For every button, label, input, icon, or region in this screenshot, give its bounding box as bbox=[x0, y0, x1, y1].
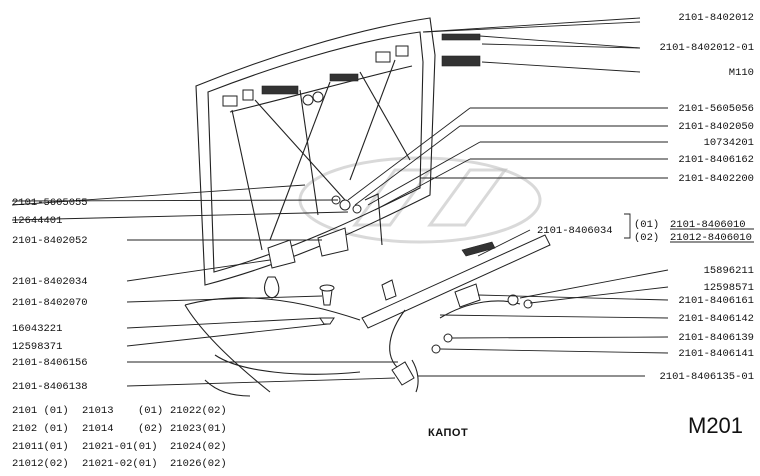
model-cell: 2102 (01) bbox=[12, 423, 69, 435]
part-label: 2101-8402200 bbox=[678, 173, 754, 185]
model-cell: 21021-02(01) bbox=[82, 458, 158, 470]
left-part-labels: 2101-5605055 12644401 2101-8402052 2101-840… bbox=[12, 197, 88, 393]
part-label: 16043221 bbox=[12, 323, 62, 335]
model-cell: 21023(01) bbox=[170, 423, 227, 435]
center-part-label: 2101-8406034 bbox=[537, 225, 613, 237]
applicability-table: 2101 (01) 21013 (01) 21022(02) 2102 (01) 2101… bbox=[12, 405, 227, 470]
model-cell: (02) bbox=[138, 423, 163, 435]
variant-part: 2101-8406010 bbox=[670, 219, 746, 231]
insulation-pads bbox=[441, 33, 481, 67]
part-label: 2101-8402034 bbox=[12, 276, 88, 288]
part-label: 2101-5605055 bbox=[12, 197, 88, 209]
part-label: 12598571 bbox=[704, 282, 754, 294]
model-cell: (01) bbox=[138, 405, 163, 417]
diagram-caption: КАПОТ bbox=[428, 427, 468, 439]
part-label: 2101-8406161 bbox=[678, 295, 754, 307]
part-label: 12644401 bbox=[12, 215, 62, 227]
part-label: 2101-8406156 bbox=[12, 357, 88, 369]
variant-code: (02) bbox=[634, 232, 659, 244]
part-label: 2101-8402012-01 bbox=[659, 42, 754, 54]
variant-list: (01) 2101-8406010 (02) 21012-8406010 bbox=[634, 219, 754, 244]
part-label: 15896211 bbox=[704, 265, 754, 277]
part-label: 2101-8406142 bbox=[678, 313, 754, 325]
model-cell: 21011(01) bbox=[12, 441, 69, 453]
model-cell: 21013 bbox=[82, 405, 114, 417]
part-label: 2101-8406135-01 bbox=[659, 371, 754, 383]
part-label: 2101-8402052 bbox=[12, 235, 88, 247]
part-label: 2101-8406162 bbox=[678, 154, 754, 166]
hood-hardware bbox=[267, 193, 551, 393]
part-label: 2101-8406141 bbox=[678, 348, 754, 360]
hood-panel bbox=[195, 17, 436, 286]
part-label: 2101-8402050 bbox=[678, 121, 754, 133]
model-cell: 21024(02) bbox=[170, 441, 227, 453]
model-cell: 21026(02) bbox=[170, 458, 227, 470]
part-label: 2101-8402070 bbox=[12, 297, 88, 309]
model-cell: 21021-01(01) bbox=[82, 441, 158, 453]
part-label: M110 bbox=[729, 67, 754, 79]
part-label: 10734201 bbox=[704, 137, 754, 149]
variant-code: (01) bbox=[634, 219, 659, 231]
part-label: 2101-8406139 bbox=[678, 332, 754, 344]
model-cell: 21014 bbox=[82, 423, 114, 435]
part-label: 2101-8406138 bbox=[12, 381, 88, 393]
part-label: 2101-8402012 bbox=[678, 12, 754, 24]
model-cell: 2101 (01) bbox=[12, 405, 69, 417]
figure-code: M201 bbox=[688, 413, 743, 438]
model-cell: 21022(02) bbox=[170, 405, 227, 417]
car-body-outline bbox=[184, 276, 361, 397]
model-cell: 21012(02) bbox=[12, 458, 69, 470]
part-label: 2101-5605056 bbox=[678, 103, 754, 115]
part-label: 12598371 bbox=[12, 341, 62, 353]
variant-part: 21012-8406010 bbox=[670, 232, 752, 244]
leader-lines bbox=[11, 17, 669, 387]
